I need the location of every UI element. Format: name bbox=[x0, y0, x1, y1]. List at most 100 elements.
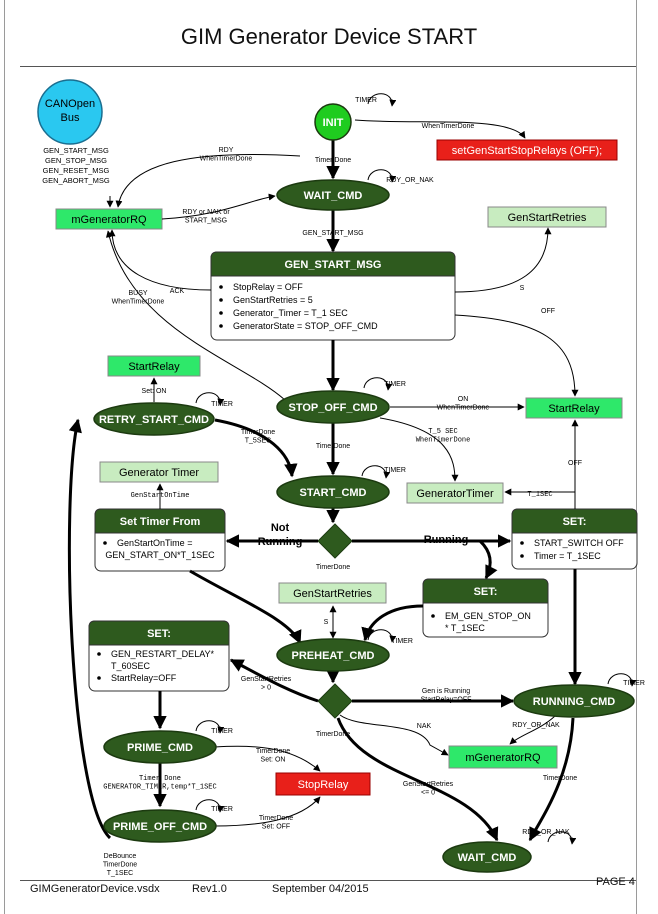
svg-text:RDY_OR_NAK: RDY_OR_NAK bbox=[386, 177, 434, 184]
s-mid-label: S bbox=[324, 619, 329, 626]
startrelay-right-box[interactable]: StartRelay bbox=[525, 397, 623, 419]
svg-text:GenStartRetries: GenStartRetries bbox=[403, 781, 454, 788]
svg-text:RDY or NAK or: RDY or NAK or bbox=[182, 209, 230, 216]
state-wait-cmd[interactable]: WAIT_CMD bbox=[276, 179, 390, 211]
off-right-label: OFF bbox=[568, 460, 582, 467]
svg-text:Set: ON: Set: ON bbox=[142, 388, 167, 395]
debounce-loop-arrow bbox=[67, 418, 112, 840]
ack-label: ACK bbox=[170, 288, 185, 295]
state-retry-start-cmd[interactable]: RETRY_START_CMD bbox=[93, 402, 215, 436]
svg-text:S: S bbox=[520, 285, 525, 292]
mgeneratorrq-left-box[interactable]: mGeneratorRQ bbox=[55, 208, 163, 230]
state-wait-cmd-end[interactable]: WAIT_CMD bbox=[442, 841, 532, 873]
state-prime-off-cmd[interactable]: PRIME_OFF_CMD bbox=[103, 809, 217, 843]
genstart-le0-label: GenStartRetries<= 0 bbox=[403, 781, 454, 797]
svg-text:START_CMD: START_CMD bbox=[299, 487, 366, 499]
svg-text:TIMER: TIMER bbox=[384, 467, 406, 474]
gen-start-msg-panel-title: GEN_START_MSG bbox=[285, 259, 382, 271]
svg-text:T_5SEC: T_5SEC bbox=[245, 438, 271, 445]
svg-text:Bus: Bus bbox=[61, 112, 80, 124]
state-stop-off-cmd[interactable]: STOP_OFF_CMD bbox=[276, 390, 390, 424]
rdy-to-mgenrq-arrow bbox=[115, 153, 301, 208]
when-timer-done-label: WhenTimerDone bbox=[422, 123, 475, 130]
rdy-or-nak-label: RDY_OR_NAK bbox=[512, 722, 560, 729]
svg-text:mGeneratorRQ: mGeneratorRQ bbox=[465, 752, 541, 764]
set-relays-box[interactable]: setGenStartStopRelays (OFF); bbox=[436, 139, 618, 161]
set-left-panel[interactable]: SET:GEN_RESTART_DELAY*T_60SECStartRelay=… bbox=[88, 620, 230, 692]
svg-text:WhenTimerDone: WhenTimerDone bbox=[200, 156, 253, 163]
svg-text:TIMER: TIMER bbox=[211, 728, 233, 735]
svg-text:CANOpen: CANOpen bbox=[45, 98, 95, 110]
svg-text:Running: Running bbox=[424, 534, 469, 546]
footer-file: GIMGeneratorDevice.vsdx bbox=[30, 883, 160, 895]
retries-le0-arrow bbox=[336, 717, 499, 842]
page-title: GIM Generator Device START bbox=[180, 24, 478, 49]
svg-text:STOP_OFF_CMD: STOP_OFF_CMD bbox=[288, 402, 377, 414]
wait-self-loop bbox=[367, 169, 397, 183]
svg-text:S: S bbox=[324, 619, 329, 626]
page-frame-right bbox=[636, 0, 637, 914]
settimer-to-preheat-arrow bbox=[189, 569, 302, 645]
svg-text:RDY_OR_NAK: RDY_OR_NAK bbox=[512, 722, 560, 729]
timer-label: TIMER bbox=[355, 97, 377, 104]
panel-item: GenStartOnTime = bbox=[117, 538, 192, 548]
svg-text:GenStartRetries: GenStartRetries bbox=[508, 212, 587, 224]
svg-text:INIT: INIT bbox=[323, 117, 344, 129]
retry-to-start-arrow bbox=[214, 418, 298, 478]
set-mid-panel[interactable]: SET:EM_GEN_STOP_ON* T_1SEC bbox=[422, 578, 549, 638]
startrelay-left-box[interactable]: StartRelay bbox=[107, 355, 201, 377]
svg-text:TimerDone: TimerDone bbox=[316, 443, 350, 450]
svg-text:Generator Timer: Generator Timer bbox=[119, 467, 199, 479]
svg-text:RDY_OR_NAK: RDY_OR_NAK bbox=[522, 829, 570, 836]
svg-text:mGeneratorRQ: mGeneratorRQ bbox=[71, 214, 147, 226]
svg-text:Not: Not bbox=[271, 522, 290, 534]
svg-text:GenStartOnTime: GenStartOnTime bbox=[131, 492, 190, 500]
genstartretries-top-box[interactable]: GenStartRetries bbox=[487, 206, 607, 228]
mgeneratorrq-bottom-box[interactable]: mGeneratorRQ bbox=[448, 745, 558, 769]
footer-rule bbox=[20, 880, 636, 881]
genstartretries-mid-box[interactable]: GenStartRetries bbox=[278, 582, 387, 604]
footer-date: September 04/2015 bbox=[272, 883, 369, 895]
timer-done-label: Timer Done bbox=[315, 157, 351, 164]
rdy-or-nak-label: RDY_OR_NAK bbox=[386, 177, 434, 184]
timerdone-seton-arrow bbox=[214, 745, 321, 772]
state-start-cmd[interactable]: START_CMD bbox=[276, 475, 390, 509]
svg-text:GEN_START_MSG: GEN_START_MSG bbox=[302, 230, 363, 237]
panel-item: StopRelay = OFF bbox=[233, 282, 303, 292]
svg-text:PRIME_CMD: PRIME_CMD bbox=[127, 742, 193, 754]
set-right-panel-title: SET: bbox=[563, 516, 587, 528]
state-prime-cmd[interactable]: PRIME_CMD bbox=[103, 730, 217, 764]
state-preheat-cmd[interactable]: PREHEAT_CMD bbox=[276, 638, 390, 672]
svg-text:Set: OFF: Set: OFF bbox=[262, 824, 290, 831]
timer-label: TIMER bbox=[211, 401, 233, 408]
svg-text:PRIME_OFF_CMD: PRIME_OFF_CMD bbox=[113, 821, 207, 833]
svg-text:BUSY: BUSY bbox=[128, 290, 147, 297]
title-rule bbox=[20, 66, 636, 67]
state-init[interactable]: INIT bbox=[314, 103, 352, 141]
init-to-setrelays-arrow bbox=[354, 119, 526, 139]
genstart-gt0-label: GenStartRetries> 0 bbox=[241, 676, 292, 692]
svg-text:TimerDone: TimerDone bbox=[103, 862, 137, 869]
svg-text:Gen is Running: Gen is Running bbox=[422, 688, 470, 695]
panel-item: EM_GEN_STOP_ON bbox=[445, 611, 531, 621]
panel-item: GEN_START_ON*T_1SEC bbox=[105, 550, 215, 560]
timer-label: TIMER bbox=[211, 728, 233, 735]
primeoff-self-loop bbox=[195, 799, 225, 813]
running-self-loop bbox=[607, 673, 637, 687]
generatortimer-mid-box[interactable]: GeneratorTimer bbox=[406, 482, 504, 504]
generator-timer-left-box[interactable]: Generator Timer bbox=[99, 461, 219, 483]
svg-text:RETRY_START_CMD: RETRY_START_CMD bbox=[99, 414, 209, 426]
svg-text:TIMER: TIMER bbox=[355, 97, 377, 104]
stoprelay-box[interactable]: StopRelay bbox=[275, 772, 371, 796]
gen-start-msg-panel[interactable]: GEN_START_MSG StopRelay = OFF GenStartRetr… bbox=[210, 251, 456, 341]
panel-item: GenStartRetries = 5 bbox=[233, 295, 313, 305]
state-running-cmd[interactable]: RUNNING_CMD bbox=[513, 684, 635, 718]
